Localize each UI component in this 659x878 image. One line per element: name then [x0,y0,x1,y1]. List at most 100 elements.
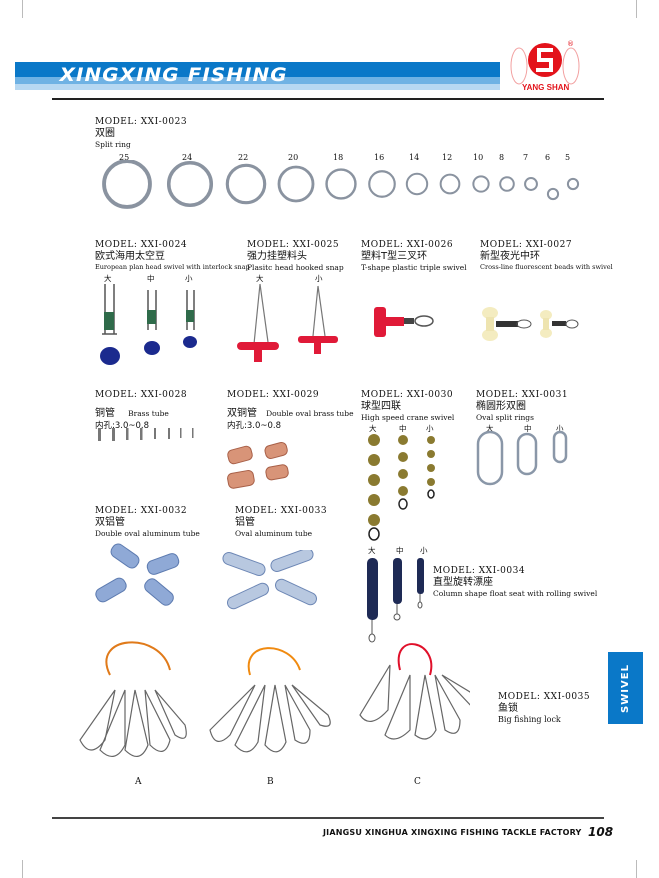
oval-aluminum-tube-image [222,550,318,610]
section-tab-text: SWIVEL [620,663,631,713]
product-name-en: Plasitc head hooked snap [247,263,344,272]
product-name-en: T-shape plastic triple swivel [361,263,467,272]
product-name-cn: 铜管 [95,408,115,419]
product-xxi-0024: MODEL: XXI-0024 欧式海用太空豆 European plan he… [95,240,250,272]
size-label: 小 [426,424,434,433]
model-number: MODEL: XXI-0027 [480,240,573,250]
ring-size-label: 22 [238,153,249,162]
product-xxi-0034: MODEL: XXI-0034 直型旋转漂座 Column shape floa… [433,566,597,598]
svg-text:®: ® [567,40,574,48]
size-label: 大 [486,424,494,433]
product-name-cn: 双圈 [95,128,115,139]
crop-mark [22,860,23,878]
product-name-cn: 强力挂塑料头 [247,251,307,262]
split-ring [566,177,580,191]
fishing-lock-images [79,641,470,757]
product-name-cn: 椭圆形双圈 [476,401,526,412]
variant-label: A [135,777,142,787]
product-name-en: Double oval brass tube [266,409,354,418]
page-number: 108 [588,825,614,839]
section-tab [608,652,643,724]
float-seat-image [367,558,424,643]
model-number: MODEL: XXI-0035 [498,692,591,702]
size-label: 小 [556,424,564,433]
header-band [15,62,500,77]
product-xxi-0033: MODEL: XXI-0033 铝管 Oval aluminum tube [235,506,327,538]
crop-mark [636,0,637,18]
split-ring [166,160,214,208]
split-ring [368,170,396,198]
product-name-cn: 双铝管 [95,517,125,528]
split-ring [405,172,429,196]
product-name-en: Split ring [95,140,131,149]
crane-swivel-image [368,434,435,541]
product-name-cn: 新型夜光中环 [480,251,540,262]
product-name-cn: 双铜管 [227,408,257,419]
size-label: 小 [420,546,428,555]
model-number: MODEL: XXI-0032 [95,506,188,516]
product-xxi-0032: MODEL: XXI-0032 双铝管 Double oval aluminum… [95,506,200,538]
model-number: MODEL: XXI-0034 [433,566,526,576]
double-brass-tube-image [227,441,289,489]
model-number: MODEL: XXI-0024 [95,240,188,250]
split-ring [472,175,490,193]
divider [52,98,604,100]
size-label: 大 [256,274,264,283]
crop-mark [22,0,23,18]
bore-size: 内孔:3.0~0.8 [227,421,282,431]
product-xxi-0025: MODEL: XXI-0025 强力挂塑料头 Plasitc head hook… [247,240,344,272]
model-number: MODEL: XXI-0030 [361,390,454,400]
product-xxi-0026: MODEL: XXI-0026 塑料T型三叉环 T-shape plastic … [361,240,467,272]
crop-mark [636,860,637,878]
model-number: MODEL: XXI-0023 [95,117,188,127]
t-shape-swivel-image [374,307,434,337]
model-number: MODEL: XXI-0029 [227,390,320,400]
product-xxi-0031: MODEL: XXI-0031 椭圆形双圈 Oval split rings [476,390,568,422]
product-name-cn: 欧式海用太空豆 [95,251,165,262]
product-name-en: Big fishing lock [498,715,561,724]
split-ring [546,187,560,201]
product-name-en: Double oval aluminum tube [95,529,200,538]
plastic-head-snap-image [237,283,338,362]
brass-tube-image [98,428,194,441]
ring-size-label: 16 [374,153,385,162]
split-ring [499,176,515,192]
size-label: 大 [369,424,377,433]
snap-swivel-image [100,284,197,365]
ring-size-label: 10 [473,153,484,162]
product-name-en: Column shape float seat with rolling swi… [433,589,598,598]
product-name-en: European plan head swivel with interlock… [95,263,250,271]
brand-title: XINGXING FISHING [59,64,288,86]
split-ring [325,168,357,200]
ring-size-label: 24 [182,153,193,162]
product-name-cn: 直型旋转漂座 [433,577,493,588]
product-xxi-0035: MODEL: XXI-0035 鱼锁 Big fishing lock [498,692,590,724]
size-label: 中 [396,546,404,555]
size-label: 中 [399,424,407,433]
model-number: MODEL: XXI-0025 [247,240,340,250]
size-label: 小 [315,274,323,283]
ring-size-label: 25 [119,153,130,162]
product-name-cn: 塑料T型三叉环 [361,251,428,262]
ring-size-label: 20 [288,153,299,162]
product-name-en: Oval split rings [476,413,534,422]
model-number: MODEL: XXI-0033 [235,506,328,516]
product-xxi-0030: MODEL: XXI-0030 球型四联 High speed crane sw… [361,390,454,422]
product-xxi-0027: MODEL: XXI-0027 新型夜光中环 Cross-line fluore… [480,240,613,272]
size-label: 中 [524,424,532,433]
model-number: MODEL: XXI-0028 [95,390,188,400]
divider [52,817,604,819]
product-name-cn: 球型四联 [361,401,401,412]
ring-size-label: 5 [565,153,571,162]
model-number: MODEL: XXI-0031 [476,390,569,400]
product-xxi-0023: MODEL: XXI-0023 双圈 Split ring [95,117,187,149]
size-label: 小 [185,274,193,283]
product-name-en: High speed crane swivel [361,413,455,422]
logo-text: YANG SHAN [522,83,570,92]
header-band [15,77,500,84]
variant-label: B [267,777,274,787]
split-ring [524,177,538,191]
split-ring [439,173,461,195]
yang-shan-logo: ® [510,40,580,85]
ring-size-label: 12 [442,153,453,162]
